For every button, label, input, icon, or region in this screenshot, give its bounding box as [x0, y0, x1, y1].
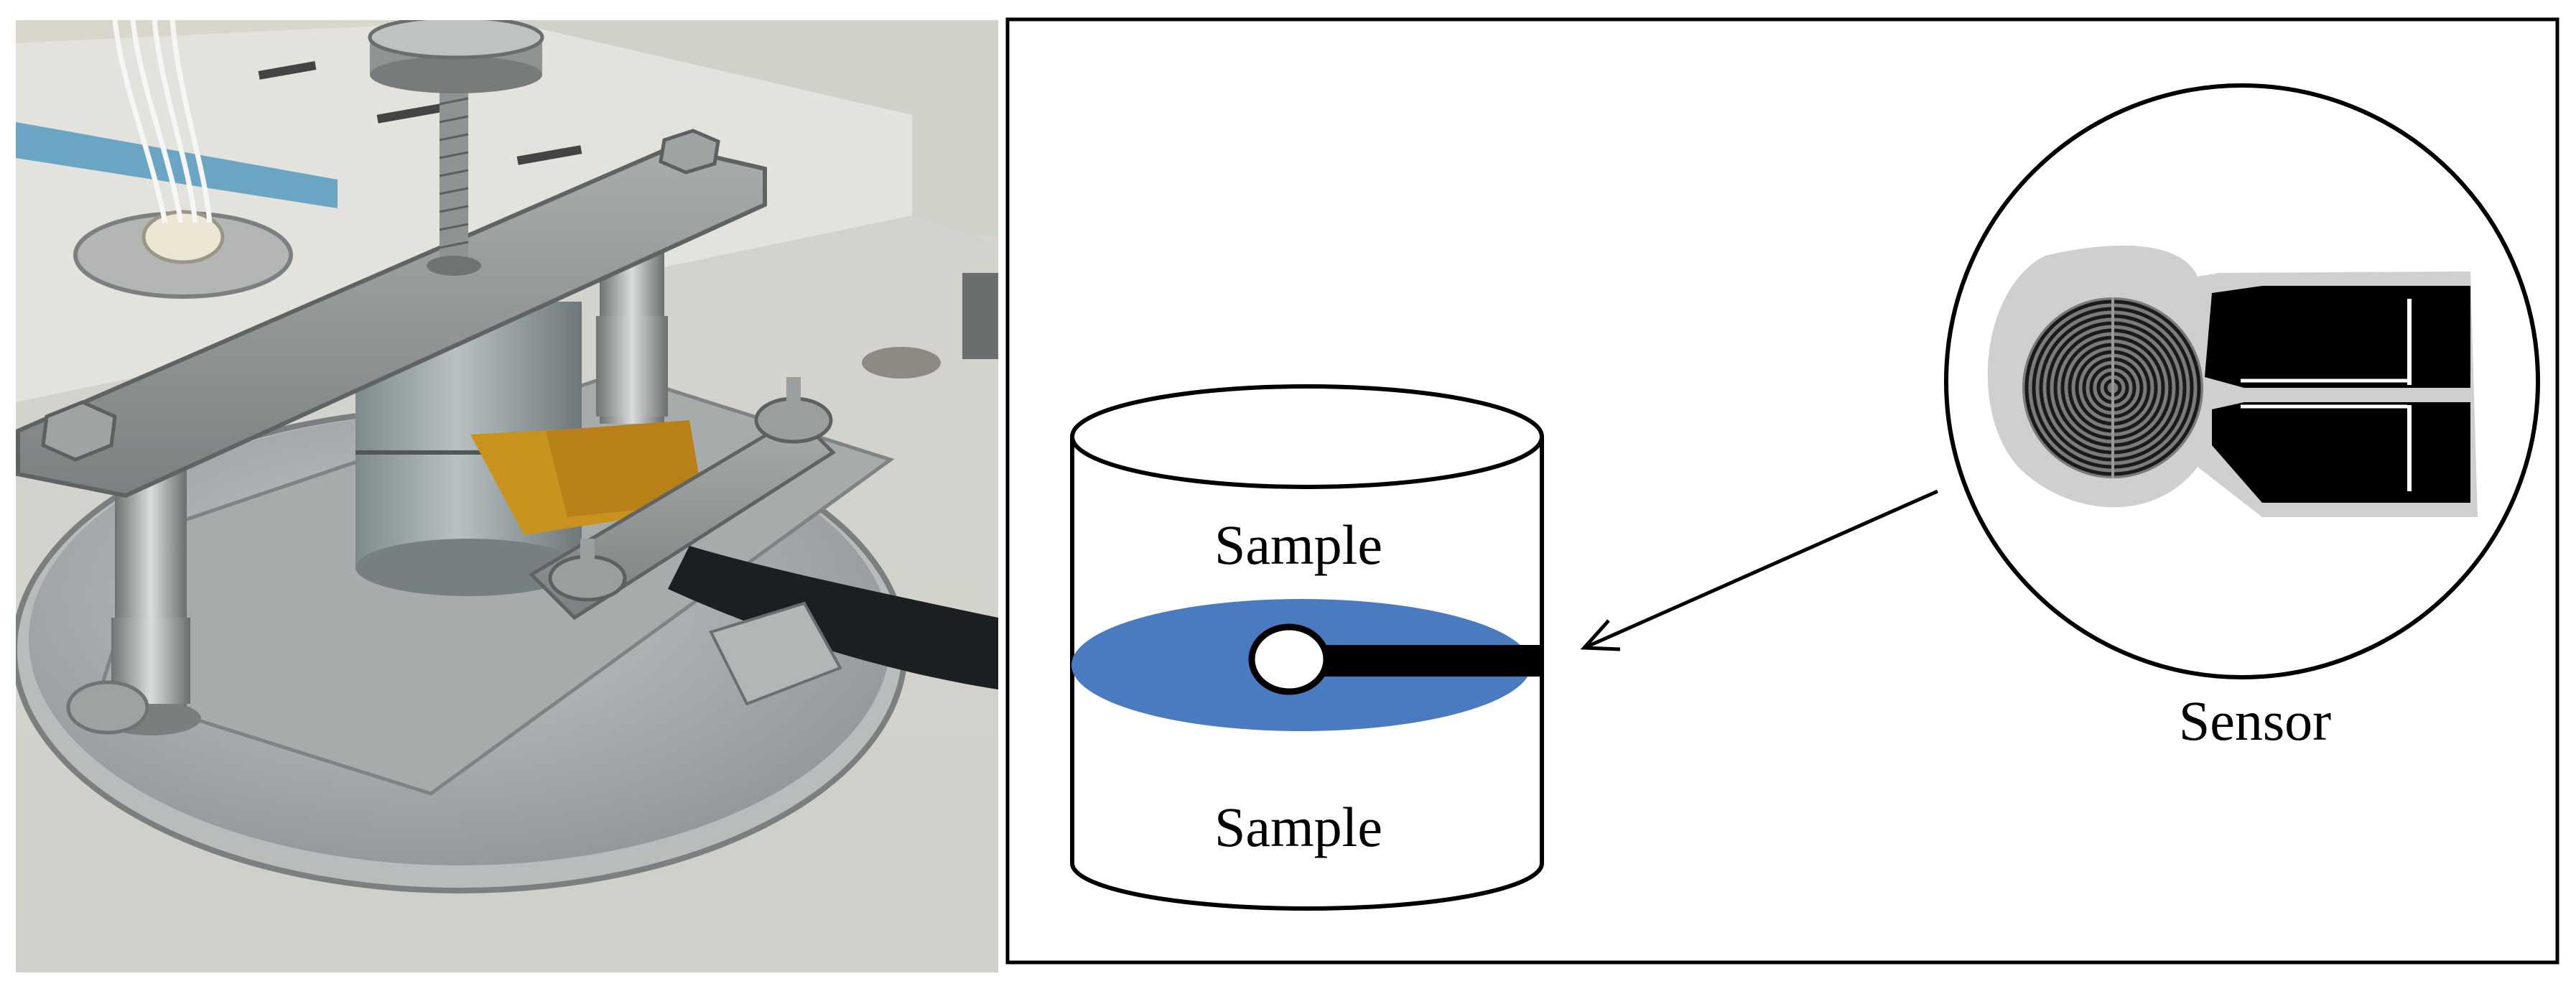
- sensor-lead: [1321, 645, 1542, 677]
- spiral-sensor-icon: [2022, 297, 2203, 478]
- label-sample-top: Sample: [1214, 514, 1382, 576]
- pointer-arrow-icon: [1580, 489, 1939, 651]
- magnified-sensor: [1944, 83, 2540, 679]
- sensor-hole: [1248, 623, 1330, 695]
- label-sample-bottom: Sample: [1214, 796, 1382, 858]
- photo-of-hot-disk-sample-holder: [16, 20, 998, 972]
- sample-cylinder-top-face: [1070, 384, 1544, 489]
- label-sensor: Sensor: [2179, 689, 2331, 752]
